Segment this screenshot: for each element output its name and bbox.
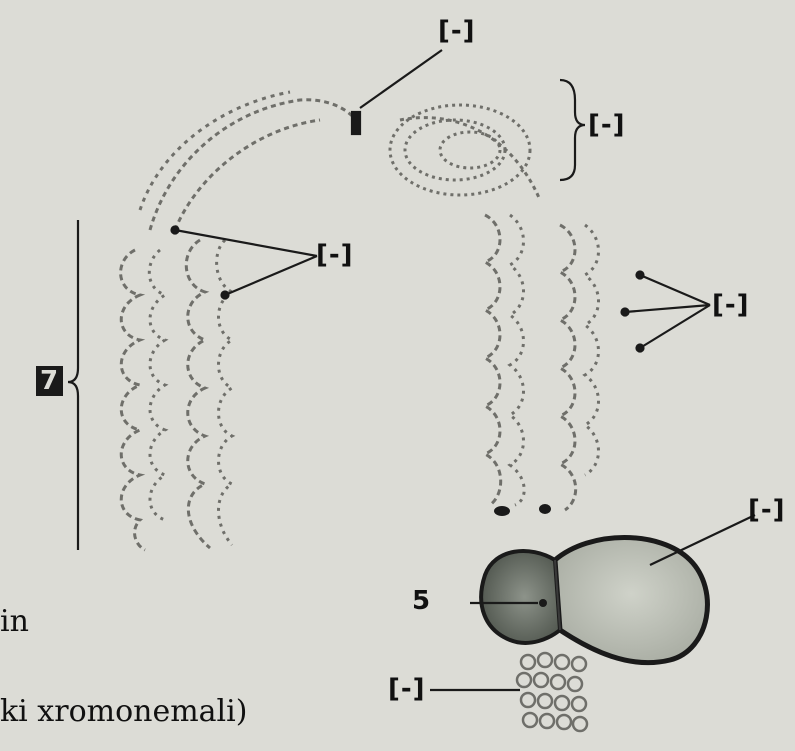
left-chromatid (121, 92, 360, 550)
right-chromatid (390, 105, 599, 510)
label-bottom: [-] (388, 674, 426, 704)
label-right-body: [-] (748, 495, 786, 525)
kinetochore-bodies (481, 538, 707, 663)
bead-cluster (517, 653, 587, 731)
label-top: [-] (438, 16, 476, 46)
label-right-arrows: [-] (712, 290, 750, 320)
label-side-bracket: 7 (36, 366, 63, 396)
chromomere-dots (494, 504, 551, 516)
label-left-arrows: [-] (316, 240, 354, 270)
left-lobe (481, 551, 560, 643)
right-lobe (555, 538, 707, 663)
caption-line-2: ki xromonemali) (0, 694, 247, 729)
caption-line-1: in (0, 604, 29, 639)
label-left-body: 5 (412, 586, 431, 616)
label-centromere: [-] (588, 110, 626, 140)
